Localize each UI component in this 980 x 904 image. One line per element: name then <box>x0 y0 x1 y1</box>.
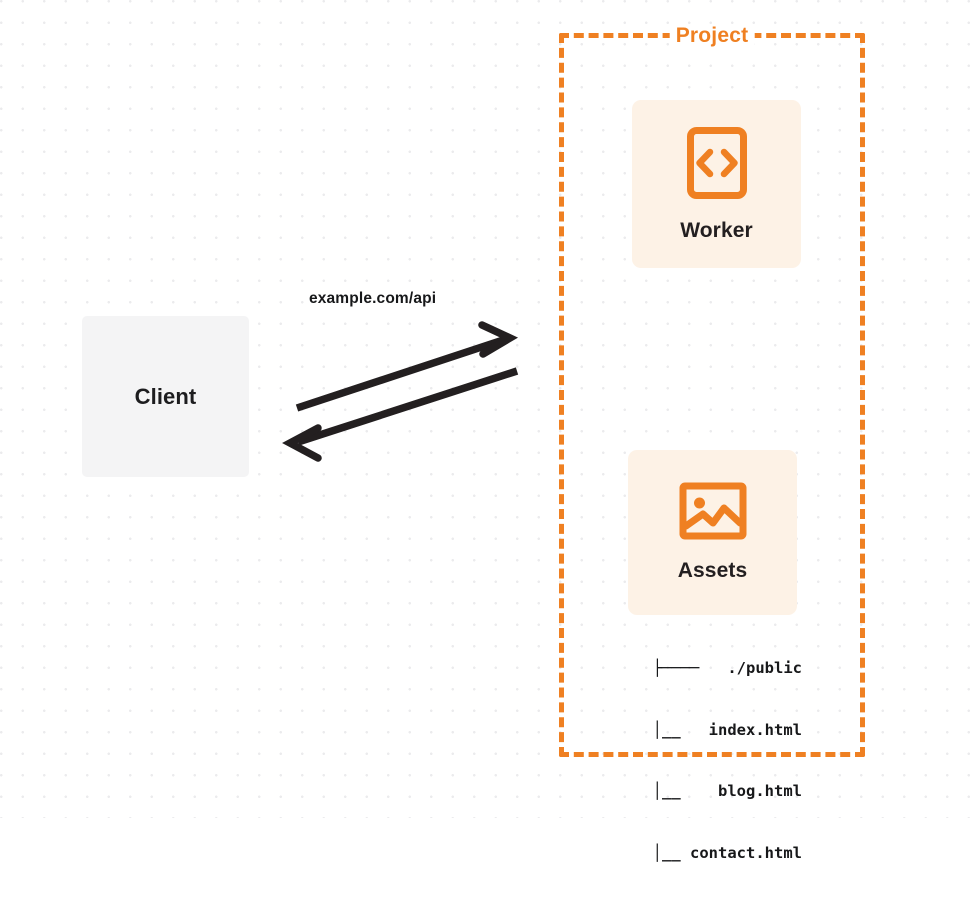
edge-label-example-api: example.com/api <box>309 290 437 307</box>
file-tree-row: │__ index.html <box>615 720 802 739</box>
diagram-canvas: Client example.com/api Project Worker <box>0 0 980 862</box>
file-tree-row: │__ contact.html <box>615 843 802 862</box>
assets-node-label: Assets <box>677 559 748 582</box>
project-group-label: Project <box>669 24 755 48</box>
request-arrow <box>295 321 519 412</box>
client-node-label: Client <box>134 383 197 409</box>
assets-file-tree: ├──── ./public │__ index.html │__ blog.h… <box>600 617 802 904</box>
assets-node[interactable]: Assets <box>628 450 797 615</box>
project-group-boundary: Project <box>559 24 865 757</box>
image-icon <box>679 482 747 545</box>
file-tree-row: │__ blog.html <box>615 782 802 800</box>
worker-node-label: Worker <box>680 218 753 242</box>
response-arrow <box>282 367 519 462</box>
file-tree-row: ├──── ./public <box>652 659 802 677</box>
worker-node[interactable]: Worker <box>632 100 801 268</box>
code-brackets-icon <box>686 126 748 205</box>
client-node[interactable]: Client <box>82 316 249 477</box>
